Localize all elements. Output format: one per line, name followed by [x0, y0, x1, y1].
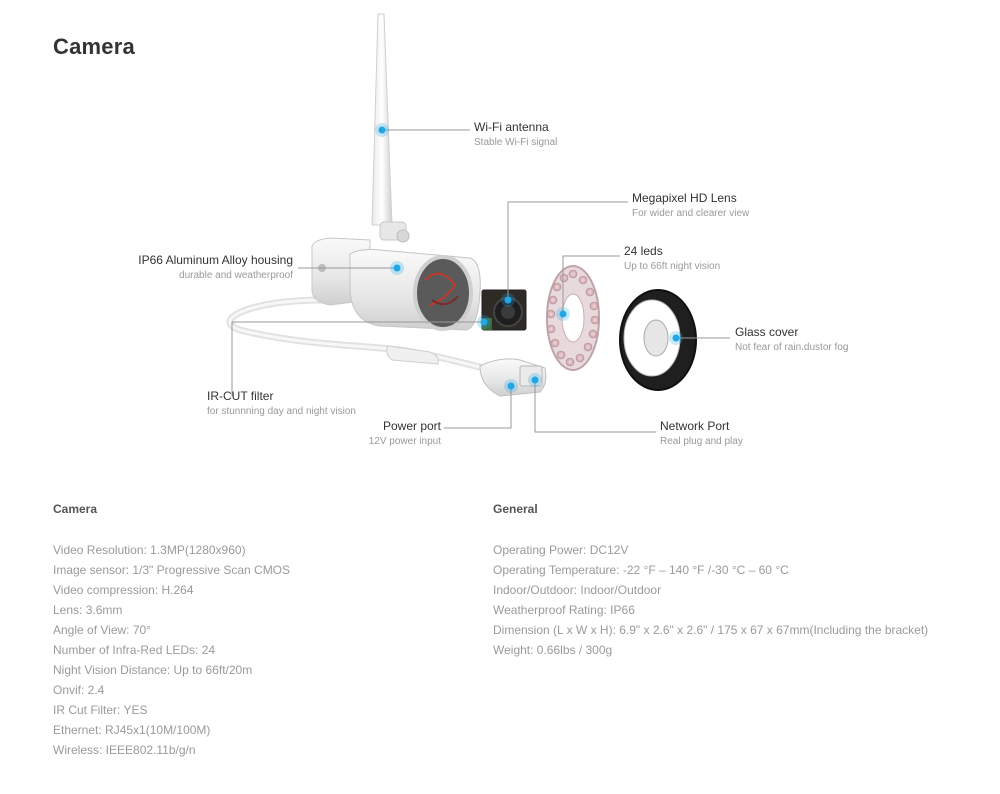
callout-subtitle: Real plug and play — [660, 436, 743, 447]
callout-glass-cover: Glass cover Not fear of rain.dustor fog — [735, 324, 848, 355]
marker-dot — [531, 376, 539, 384]
spec-item: Video Resolution: 1.3MP(1280x960) — [53, 543, 246, 557]
leader-leds — [562, 255, 620, 314]
led-ring — [546, 265, 600, 371]
general-specs-list: Operating Power: DC12V Operating Temperat… — [493, 540, 928, 660]
spec-item: Number of Infra-Red LEDs: 24 — [53, 643, 216, 657]
spec-item: Wireless: IEEE802.11b/g/n — [53, 743, 196, 757]
spec-item: Operating Temperature: -22 °F – 140 °F /… — [493, 563, 789, 577]
callout-network-port: Network Port Real plug and play — [660, 418, 743, 449]
leader-lens — [507, 201, 628, 300]
callout-subtitle: 12V power input — [368, 436, 441, 447]
marker-dot — [559, 310, 567, 318]
callout-subtitle: Up to 66ft night vision — [624, 261, 721, 272]
spec-item: Dimension (L x W x H): 6.9" x 2.6" x 2.6… — [493, 623, 929, 637]
spec-item: Angle of View: 70° — [53, 623, 151, 637]
callout-title: Network Port — [660, 419, 730, 433]
antenna — [371, 13, 393, 226]
callout-subtitle: for stunnning day and night vision — [207, 406, 356, 417]
marker-dot — [480, 318, 488, 326]
spec-item: Image sensor: 1/3" Progressive Scan CMOS — [53, 563, 291, 577]
callout-24-leds: 24 leds Up to 66ft night vision — [624, 243, 720, 274]
callout-housing: IP66 Aluminum Alloy housing durable and … — [138, 252, 293, 283]
spec-item: Onvif: 2.4 — [53, 683, 105, 697]
leader-power — [444, 386, 512, 429]
callout-title: Megapixel HD Lens — [632, 191, 737, 205]
marker-dot — [378, 126, 386, 134]
callout-title: 24 leds — [624, 244, 663, 258]
leader-ircut — [231, 321, 484, 396]
marker-dot — [393, 264, 401, 272]
connectors — [386, 345, 547, 397]
page-title: Camera — [53, 34, 135, 59]
callout-hd-lens: Megapixel HD Lens For wider and clearer … — [632, 190, 749, 221]
camera-exploded-diagram — [226, 13, 730, 433]
glass-cover — [619, 289, 697, 391]
spec-item: IR Cut Filter: YES — [53, 703, 148, 717]
callout-ir-cut-filter: IR-CUT filter for stunnning day and nigh… — [207, 388, 356, 419]
spec-item: Night Vision Distance: Up to 66ft/20m — [53, 663, 253, 677]
spec-item: Video compression: H.264 — [53, 583, 194, 597]
callout-title: IP66 Aluminum Alloy housing — [138, 253, 293, 267]
spec-item: Indoor/Outdoor: Indoor/Outdoor — [493, 583, 662, 597]
camera-specs-heading: Camera — [53, 502, 98, 516]
callout-title: Glass cover — [735, 325, 799, 339]
callout-subtitle: Stable Wi-Fi signal — [474, 137, 558, 148]
spec-item: Lens: 3.6mm — [53, 603, 123, 617]
callout-subtitle: For wider and clearer view — [632, 208, 750, 219]
leader-network — [534, 380, 656, 433]
callout-subtitle: Not fear of rain.dustor fog — [735, 342, 849, 353]
callout-title: IR-CUT filter — [207, 389, 274, 403]
spec-item: Weight: 0.66lbs / 300g — [493, 643, 613, 657]
callout-title: Power port — [382, 419, 441, 433]
callout-title: Wi-Fi antenna — [474, 120, 549, 134]
spec-item: Ethernet: RJ45x1(10M/100M) — [53, 723, 211, 737]
spec-item: Weatherproof Rating: IP66 — [493, 603, 635, 617]
spec-item: Operating Power: DC12V — [493, 543, 629, 557]
marker-dot — [507, 382, 515, 390]
camera-specs-list: Video Resolution: 1.3MP(1280x960) Image s… — [53, 540, 290, 760]
callout-wifi-antenna: Wi-Fi antenna Stable Wi-Fi signal — [474, 119, 557, 150]
callout-subtitle: durable and weatherproof — [179, 270, 293, 281]
marker-dot — [504, 296, 512, 304]
general-specs-heading: General — [493, 502, 538, 516]
callout-power-port: Power port 12V power input — [369, 418, 441, 449]
marker-dot — [672, 334, 680, 342]
